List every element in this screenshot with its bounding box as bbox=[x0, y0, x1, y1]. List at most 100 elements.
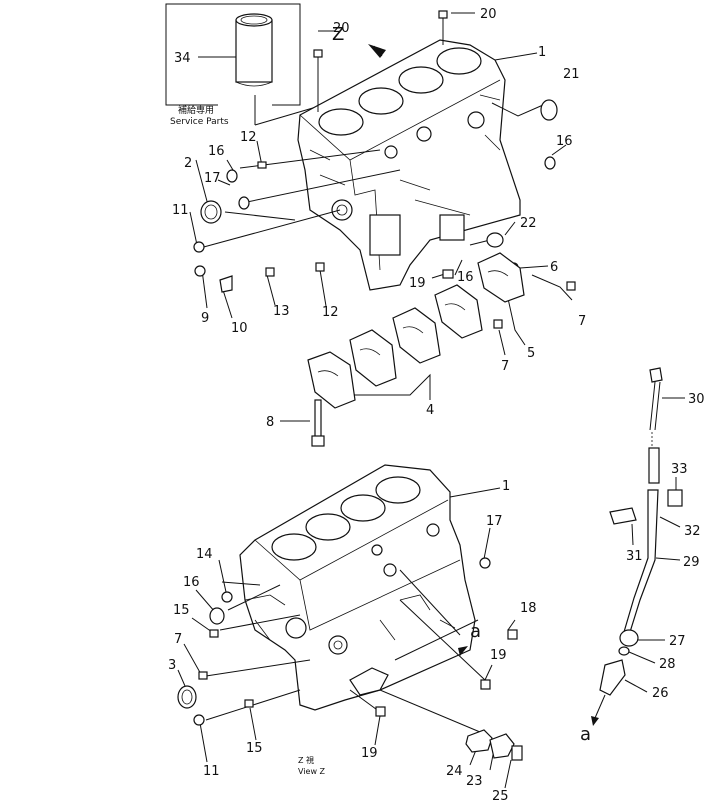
plug-15b-icon bbox=[244, 699, 254, 708]
callout-7c: 7 bbox=[174, 632, 182, 647]
callout-19a: 19 bbox=[409, 276, 426, 291]
callout-19c: 19 bbox=[361, 746, 378, 761]
callout-32: 32 bbox=[684, 524, 701, 539]
plug-15a-icon bbox=[209, 629, 219, 638]
bolt-8-icon bbox=[311, 399, 325, 447]
callout-26: 26 bbox=[652, 686, 669, 701]
view-z-caption-en: View Z bbox=[298, 767, 326, 776]
callout-11a: 11 bbox=[172, 203, 189, 218]
seal-2-icon bbox=[200, 200, 222, 224]
callout-31: 31 bbox=[626, 549, 643, 564]
nozzle-10-icon bbox=[219, 275, 233, 293]
plug-17-icon bbox=[238, 196, 250, 210]
callout-24: 24 bbox=[446, 764, 463, 779]
callout-27: 27 bbox=[669, 634, 686, 649]
callout-5: 5 bbox=[527, 346, 535, 361]
callout-20b: 20 bbox=[333, 21, 350, 36]
callout-a-lower: a bbox=[470, 621, 481, 642]
plug-17b-icon bbox=[479, 557, 491, 569]
cylinder-block-upper bbox=[297, 39, 521, 291]
callout-16a: 16 bbox=[556, 134, 573, 149]
callout-7b: 7 bbox=[501, 359, 509, 374]
view-z-caption: Z 視 View Z bbox=[298, 756, 326, 776]
bolt-7a-icon bbox=[566, 281, 576, 291]
cylinder-block-lower bbox=[239, 464, 476, 711]
plug-11a-icon bbox=[193, 241, 205, 253]
cylinder-liner-icon bbox=[235, 13, 273, 87]
callout-12a: 12 bbox=[240, 130, 257, 145]
callout-17b: 17 bbox=[486, 514, 503, 529]
bolt-33-icon bbox=[667, 489, 683, 507]
clamp-31-icon bbox=[609, 507, 637, 525]
pin-12a-icon bbox=[257, 161, 267, 169]
plug-11b-icon bbox=[193, 714, 205, 726]
callout-16b: 16 bbox=[208, 144, 225, 159]
plug-16d-icon bbox=[209, 607, 225, 625]
callouts-upper: 20 20 1 21 16 12 16 2 17 11 22 6 7 19 16… bbox=[172, 7, 586, 430]
callout-16d: 16 bbox=[183, 575, 200, 590]
callout-21: 21 bbox=[563, 67, 580, 82]
plug-21-icon bbox=[540, 99, 558, 121]
callout-15a: 15 bbox=[173, 603, 190, 618]
callout-29: 29 bbox=[683, 555, 700, 570]
seal-3-icon bbox=[177, 685, 197, 709]
callout-20a: 20 bbox=[480, 7, 497, 22]
leader-lines-lower bbox=[177, 487, 516, 789]
pin-13-icon bbox=[265, 267, 275, 277]
callout-23: 23 bbox=[466, 774, 483, 789]
part-18-icon bbox=[507, 629, 518, 640]
callout-10: 10 bbox=[231, 321, 248, 336]
callout-a-dipstick: a bbox=[580, 724, 591, 745]
bolt-7c-icon bbox=[198, 671, 208, 680]
callout-18: 18 bbox=[520, 601, 537, 616]
callout-25: 25 bbox=[492, 789, 509, 801]
callout-2: 2 bbox=[184, 156, 192, 171]
callout-6: 6 bbox=[550, 260, 558, 275]
part-19c-icon bbox=[375, 706, 386, 717]
callout-17a: 17 bbox=[204, 171, 221, 186]
plug-14-icon bbox=[221, 591, 233, 603]
bolt-7b-icon bbox=[493, 319, 503, 329]
callout-22: 22 bbox=[520, 216, 537, 231]
callouts-lower: 1 17 14 16 18 15 a 7 19 3 15 19 11 24 23… bbox=[168, 479, 537, 801]
callout-16c: 16 bbox=[457, 270, 474, 285]
callout-30: 30 bbox=[688, 392, 705, 407]
plug-16b-icon bbox=[226, 169, 238, 183]
callout-1b: 1 bbox=[502, 479, 510, 494]
part-19a-icon bbox=[442, 269, 454, 279]
part-19b-icon bbox=[480, 679, 491, 690]
svg-text:Z: Z bbox=[332, 24, 344, 45]
dipstick-assembly bbox=[591, 367, 685, 726]
callouts-dipstick: 30 33 32 31 29 27 28 26 a bbox=[580, 392, 705, 745]
callout-19b: 19 bbox=[490, 648, 507, 663]
lower-small-parts bbox=[177, 557, 523, 761]
callout-12b: 12 bbox=[322, 305, 339, 320]
callout-13: 13 bbox=[273, 304, 290, 319]
ring-22-icon bbox=[486, 232, 504, 248]
plug-9-icon bbox=[194, 265, 206, 277]
service-parts-label-jp: 補給専用 bbox=[178, 104, 214, 116]
gasket-24-icon bbox=[465, 729, 493, 753]
callout-15b: 15 bbox=[246, 741, 263, 756]
callout-7a: 7 bbox=[578, 314, 586, 329]
plug-16a-icon bbox=[544, 156, 556, 170]
callout-3: 3 bbox=[168, 658, 176, 673]
callout-4: 4 bbox=[426, 403, 434, 418]
callout-33: 33 bbox=[671, 462, 688, 477]
view-z-marker: Z bbox=[332, 24, 386, 58]
upper-small-parts bbox=[193, 10, 576, 329]
bolt-20a-icon bbox=[438, 10, 448, 19]
callout-9: 9 bbox=[201, 311, 209, 326]
callout-11b: 11 bbox=[203, 764, 220, 779]
cover-23-icon bbox=[489, 733, 515, 759]
callout-28: 28 bbox=[659, 657, 676, 672]
callout-1a: 1 bbox=[538, 45, 546, 60]
pin-12b-icon bbox=[315, 262, 325, 272]
main-bearing-caps bbox=[307, 252, 525, 409]
callout-14: 14 bbox=[196, 547, 213, 562]
callout-8: 8 bbox=[266, 415, 274, 430]
service-parts-box: 34 補給専用 Service Parts bbox=[165, 3, 341, 127]
service-parts-label-en: Service Parts bbox=[170, 117, 229, 127]
callout-34: 34 bbox=[174, 51, 191, 66]
view-z-caption-jp: Z 視 bbox=[298, 756, 314, 765]
